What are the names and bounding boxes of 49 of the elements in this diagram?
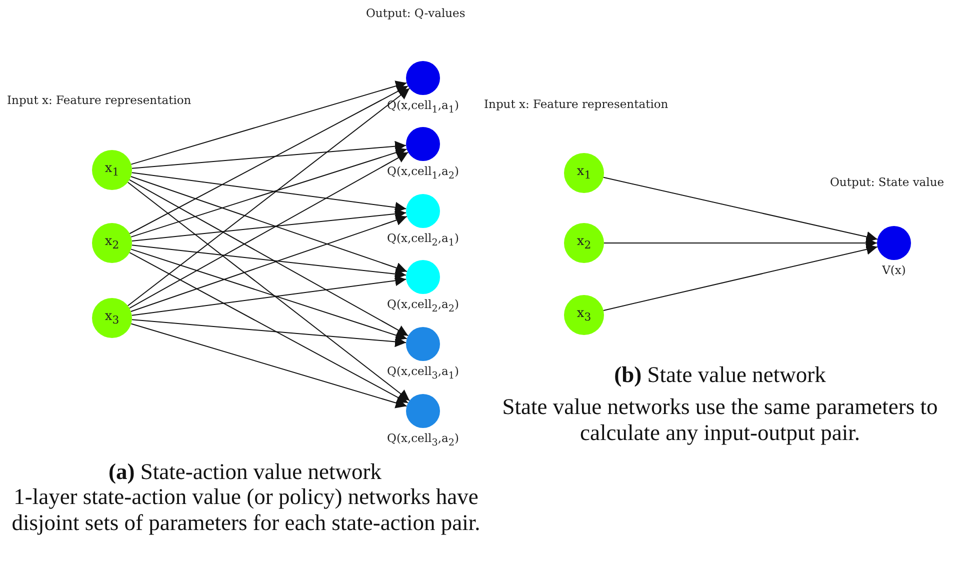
arrow bbox=[127, 88, 410, 306]
input-node: x$_{1}$ bbox=[92, 150, 132, 190]
layer-title: Input x: Feature representation bbox=[7, 93, 192, 107]
output-node bbox=[406, 327, 440, 361]
caption-text: (b) State value network bbox=[613, 362, 827, 388]
node-label: Q(x,cell$_{3}$,a$_{2}$) bbox=[387, 431, 459, 448]
arrow bbox=[127, 182, 410, 402]
arrow bbox=[131, 208, 407, 242]
output-node bbox=[406, 127, 440, 161]
input-node: x$_{3}$ bbox=[564, 295, 604, 335]
caption-text: (a) State-action value network bbox=[107, 459, 383, 485]
arrow bbox=[130, 80, 408, 165]
output-node bbox=[406, 194, 440, 228]
arrow bbox=[130, 214, 408, 312]
layer-title: Output: State value bbox=[830, 175, 944, 189]
output-node bbox=[406, 260, 440, 294]
input-node: x$_{3}$ bbox=[92, 298, 132, 338]
arrow bbox=[131, 275, 407, 316]
layer-title: Input x: Feature representation bbox=[484, 97, 668, 111]
output-node bbox=[406, 61, 440, 95]
arrow bbox=[604, 238, 878, 248]
output-node bbox=[877, 226, 911, 260]
arrow bbox=[128, 152, 409, 309]
arrow bbox=[131, 140, 407, 169]
node-label: Q(x,cell$_{2}$,a$_{1}$) bbox=[387, 231, 459, 248]
input-node: x$_{2}$ bbox=[564, 223, 604, 263]
arrow bbox=[131, 244, 407, 280]
output-node bbox=[406, 394, 440, 428]
layer-title: Output: Q-values bbox=[366, 6, 466, 20]
arrow bbox=[129, 85, 408, 234]
arrow bbox=[128, 179, 409, 336]
arrow bbox=[130, 147, 408, 238]
input-node: x$_{1}$ bbox=[564, 153, 604, 193]
node-label: Q(x,cell$_{3}$,a$_{1}$) bbox=[387, 364, 459, 382]
caption-text: State value networks use the same parameters to calculate any input-output pair. bbox=[501, 394, 939, 446]
arrow bbox=[602, 244, 878, 311]
caption-text: 1-layer state-action value (or policy) networks have disjoint sets of parameters for each state-action pair. bbox=[10, 484, 482, 536]
arrow bbox=[131, 319, 407, 348]
arrow bbox=[129, 252, 409, 404]
arrow bbox=[130, 248, 408, 341]
arrow bbox=[131, 172, 407, 213]
arrow bbox=[130, 323, 408, 408]
node-label: Q(x,cell$_{1}$,a$_{2}$) bbox=[387, 164, 459, 182]
arrow bbox=[130, 176, 408, 274]
arrow bbox=[603, 176, 878, 242]
node-label: Q(x,cell$_{2}$,a$_{2}$) bbox=[387, 297, 459, 314]
node-label: Q(x,cell$_{1}$,a$_{1}$) bbox=[387, 98, 459, 116]
node-label: V(x) bbox=[882, 263, 906, 277]
input-node: x$_{2}$ bbox=[92, 223, 132, 263]
